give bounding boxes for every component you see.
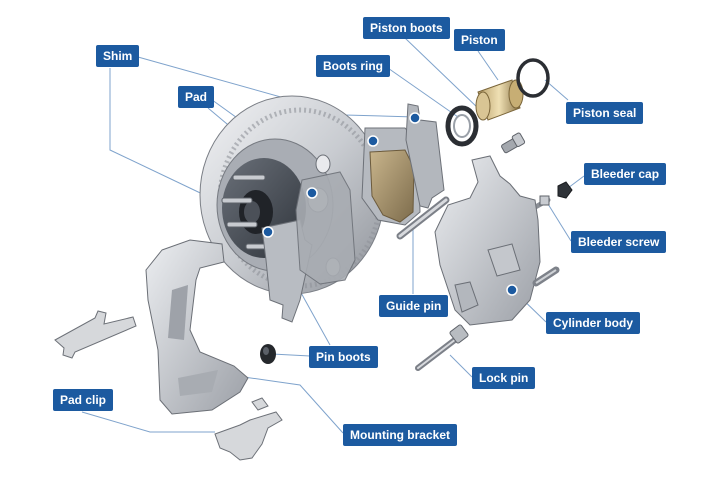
leader-bleeder-cap — [567, 175, 585, 189]
leader-boots-ring — [384, 65, 459, 118]
lock-pin — [415, 324, 469, 371]
label-bleeder-screw: Bleeder screw — [571, 231, 667, 253]
leader-pad-clip — [81, 411, 215, 433]
pad-inner — [295, 171, 356, 285]
label-mounting-bracket: Mounting bracket — [343, 424, 458, 446]
caliper-bolt — [501, 132, 526, 154]
marker-pad — [367, 135, 379, 147]
leader-bleeder-screw — [547, 203, 572, 242]
pad-outer — [361, 127, 421, 226]
label-pin-boots: Pin boots — [309, 346, 378, 368]
label-piston-seal: Piston seal — [566, 102, 644, 124]
pad-clip-upper — [54, 310, 137, 359]
label-piston: Piston — [454, 29, 505, 51]
marker-pad-inner — [306, 187, 318, 199]
leader-piston — [477, 50, 499, 81]
brake-disc — [199, 95, 385, 295]
marker-cylinder-body — [506, 284, 518, 296]
label-cylinder-body: Cylinder body — [546, 312, 641, 334]
piston-seal — [516, 58, 550, 98]
label-shim: Shim — [96, 45, 140, 67]
leader-pin-boots — [271, 353, 311, 357]
label-pad: Pad — [178, 86, 215, 108]
label-piston-boots: Piston boots — [363, 17, 450, 39]
piston — [475, 79, 524, 121]
leader-mounting-bracket — [229, 374, 344, 434]
leader-shim-2 — [109, 68, 216, 201]
leader-piston-boots — [404, 37, 481, 111]
label-guide-pin: Guide pin — [379, 295, 449, 317]
marker-shim — [409, 112, 421, 124]
label-bleeder-cap: Bleeder cap — [584, 163, 667, 185]
label-lock-pin: Lock pin — [472, 367, 536, 389]
pin-boots — [260, 344, 276, 364]
callout-markers — [262, 112, 518, 296]
side-bolt — [532, 266, 560, 287]
label-boots-ring: Boots ring — [316, 55, 390, 77]
label-pad-clip: Pad clip — [53, 389, 114, 411]
guide-pin — [396, 196, 450, 240]
pad-clip-lower — [214, 397, 283, 461]
bleeder-cap — [557, 181, 573, 199]
mounting-bracket — [145, 239, 249, 415]
leader-lock-pin — [449, 354, 473, 378]
boots-ring — [445, 105, 479, 147]
shim-front — [405, 103, 445, 209]
piston-boots — [453, 114, 471, 138]
marker-shim-rear — [262, 226, 274, 238]
cylinder-body — [434, 155, 541, 326]
